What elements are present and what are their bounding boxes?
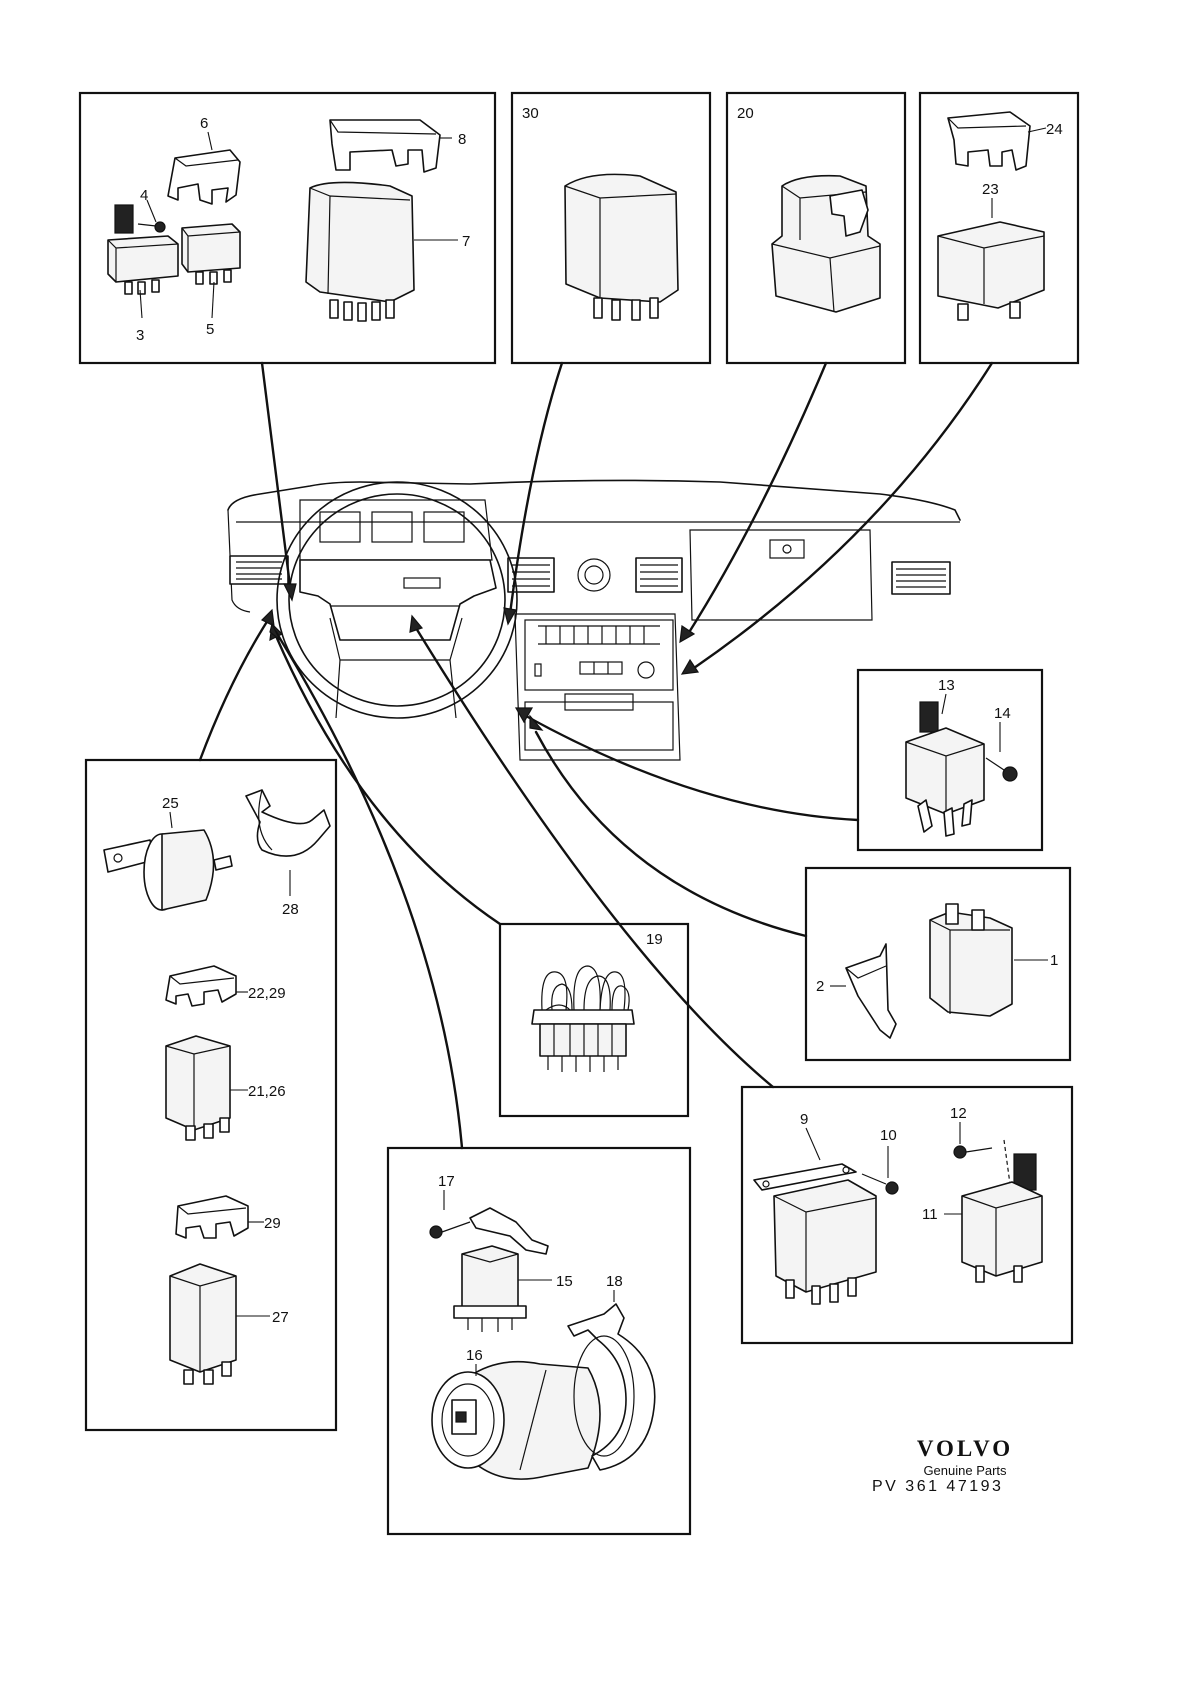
- relay-11: [961, 1153, 1043, 1283]
- callout-5: 5: [206, 321, 214, 338]
- location-arrows: [198, 361, 994, 1150]
- screw-12: [953, 1139, 1011, 1185]
- callout-21-26: 21,26: [248, 1083, 286, 1100]
- callout-15: 15: [556, 1273, 573, 1290]
- panel-relays-21-29: 25 28 22,29 21,: [84, 758, 338, 1432]
- bracket-2: [845, 943, 897, 1039]
- bracket-22-29: [165, 965, 237, 1007]
- relay-5: [181, 223, 241, 285]
- relay-7: [305, 181, 415, 322]
- relay-25: [103, 829, 233, 911]
- relay-13: [905, 701, 985, 837]
- callout-22-29: 22,29: [248, 985, 286, 1002]
- callout-30: 30: [522, 105, 539, 122]
- panel-relay-23-24: 24 23: [918, 91, 1080, 365]
- callout-28: 28: [282, 901, 299, 918]
- callout-20: 20: [737, 105, 754, 122]
- panel-relay-1-2: 1 2: [804, 866, 1072, 1062]
- callout-27: 27: [272, 1309, 289, 1326]
- relay-1: [929, 903, 1013, 1017]
- callout-10: 10: [880, 1127, 897, 1144]
- callout-9: 9: [800, 1111, 808, 1128]
- panel-relays-3-8: 6 8 4 7 3 5: [78, 91, 497, 365]
- dashboard-illustration: [227, 479, 961, 761]
- relay-23: [937, 221, 1045, 321]
- screw-10: [861, 1173, 899, 1195]
- bracket-29: [175, 1195, 249, 1239]
- panel-relays-9-12: 9 10 12 11: [740, 1085, 1074, 1345]
- callout-11: 11: [922, 1206, 938, 1223]
- callout-18: 18: [606, 1273, 623, 1290]
- callout-14: 14: [994, 705, 1011, 722]
- callout-1: 1: [1050, 952, 1058, 969]
- callout-7: 7: [462, 233, 470, 250]
- screw-17: [429, 1221, 471, 1239]
- panel-relays-15-18: 17 15 18 16: [386, 1146, 692, 1536]
- callout-12: 12: [950, 1105, 967, 1122]
- diagram-code: PV 361 47193: [872, 1478, 1004, 1495]
- relay-3: [107, 204, 179, 295]
- callout-25: 25: [162, 795, 179, 812]
- callout-3: 3: [136, 327, 144, 344]
- clamp-28: [245, 789, 331, 857]
- relay-30: [564, 173, 679, 321]
- callout-17: 17: [438, 1173, 455, 1190]
- brand-block: VOLVO Genuine Parts: [880, 1436, 1050, 1480]
- relay-21-26: [165, 1035, 231, 1141]
- callout-19: 19: [646, 931, 663, 948]
- callout-23: 23: [982, 181, 999, 198]
- relay-27: [169, 1263, 237, 1385]
- bracket-15: [469, 1207, 549, 1255]
- panel-connector-19: 19: [498, 922, 690, 1118]
- clamp-18: [567, 1303, 656, 1471]
- bracket-9: [753, 1163, 857, 1191]
- panel-relay-30: 30: [510, 91, 712, 365]
- left-vent: [229, 555, 289, 585]
- steering-wheel: [276, 481, 518, 719]
- panel-relay-13-14: 13 14: [856, 668, 1044, 852]
- bracket-24: [947, 111, 1031, 171]
- callout-2: 2: [816, 978, 824, 995]
- relay-20: [771, 174, 881, 313]
- screw-14: [985, 757, 1018, 782]
- panel-relay-20: 20: [725, 91, 907, 365]
- bracket-8: [329, 119, 441, 173]
- callout-24: 24: [1046, 121, 1063, 138]
- brand-tagline: Genuine Parts: [923, 1463, 1007, 1478]
- callout-13: 13: [938, 677, 955, 694]
- screw-4: [137, 221, 166, 233]
- callout-8: 8: [458, 131, 466, 148]
- callout-16: 16: [466, 1347, 483, 1364]
- bracket-6: [167, 149, 241, 205]
- relay-9: [773, 1179, 877, 1305]
- callout-29: 29: [264, 1215, 281, 1232]
- connector-19: [531, 965, 635, 1072]
- relay-15: [453, 1245, 527, 1332]
- callout-4: 4: [140, 187, 148, 204]
- volvo-logo: VOLVO: [916, 1436, 1014, 1461]
- callout-6: 6: [200, 115, 208, 132]
- relay-16: [431, 1360, 601, 1480]
